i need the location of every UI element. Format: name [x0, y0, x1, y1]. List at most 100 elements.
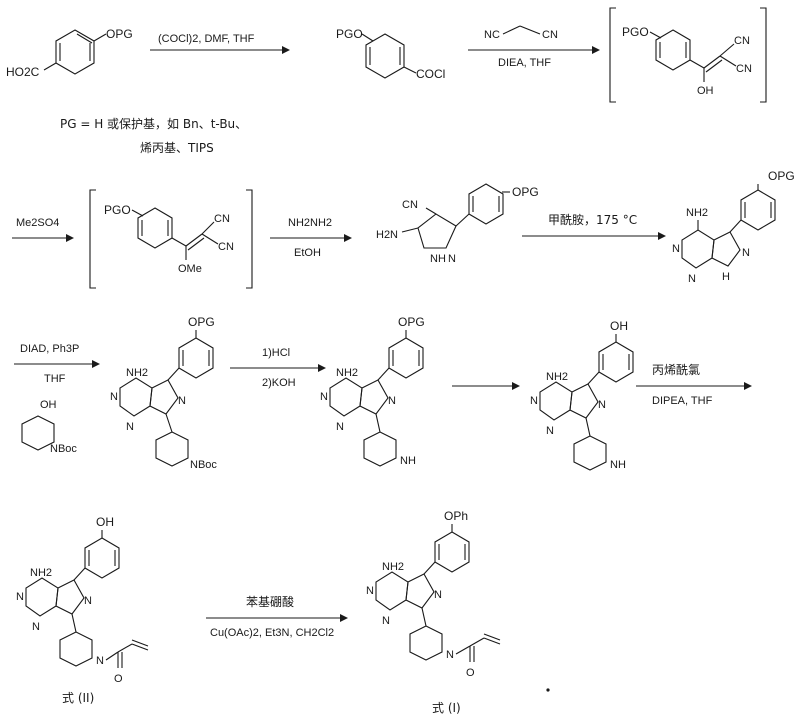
n-label-2: N: [382, 615, 390, 627]
opg-label: OPG: [512, 185, 539, 199]
intermediate-enol: PGO CN CN OH: [609, 7, 767, 103]
compound-2: PGO COCl: [336, 27, 445, 81]
formula-II: OH NH2 N N N N O 式 (II): [16, 515, 149, 705]
cn-label-b: CN: [218, 241, 234, 253]
step-4-solvent: EtOH: [294, 247, 321, 259]
arrow-9: 丙烯酰氯 DIPEA, THF: [636, 363, 752, 407]
step-6-reagent: DIAD, Ph3P: [20, 343, 79, 355]
n-label-3: N: [742, 247, 750, 259]
step-10-conditions: Cu(OAc)2, Et3N, CH2Cl2: [210, 627, 334, 639]
pgo-label: PGO: [622, 25, 649, 39]
pyrazolopyrimidine: OPG NH2 N N N H: [672, 169, 795, 285]
opg-label: OPG: [106, 27, 133, 41]
arrow-7: 1)HCl 2)KOH: [230, 347, 326, 389]
n-label-3: N: [388, 395, 396, 407]
n-label-2: N: [688, 273, 696, 285]
step-7-reagent-1: 1)HCl: [262, 347, 290, 359]
n-label: N: [672, 243, 680, 255]
pg-note-line2: 烯丙基、TIPS: [140, 141, 214, 155]
nh-label: NH: [430, 253, 446, 265]
formula-II-label: 式 (II): [62, 691, 94, 705]
step-7-reagent-2: 2)KOH: [262, 377, 296, 389]
opg-label: OPG: [188, 315, 215, 329]
n-label-4: N: [446, 649, 454, 661]
n-label-2: N: [32, 621, 40, 633]
step-10-reagent: 苯基硼酸: [246, 594, 294, 609]
step-2-conditions: DIEA, THF: [498, 57, 551, 69]
n-label-3: N: [434, 589, 442, 601]
opg-label: OPG: [768, 169, 795, 183]
arrow-3: Me2SO4: [12, 217, 74, 242]
pg-note-line1: PG = H 或保护基，如 Bn、t-Bu、: [60, 116, 247, 131]
n-label: N: [320, 391, 328, 403]
n-label-2: N: [546, 425, 554, 437]
arrow-6: DIAD, Ph3P THF OH NBoc: [14, 343, 100, 455]
arrow-8: [452, 382, 520, 390]
cn-label-a: CN: [214, 213, 230, 225]
arrow-2: NC CN DIEA, THF: [468, 25, 600, 69]
step-1-reagent: (COCl)2, DMF, THF: [158, 33, 255, 45]
n-label: N: [366, 585, 374, 597]
nh2-label: NH2: [336, 367, 358, 379]
step-9-conditions: DIPEA, THF: [652, 395, 713, 407]
ho2c-label: HO2C: [6, 65, 40, 79]
step-3-reagent: Me2SO4: [16, 217, 59, 229]
n-label-3: N: [598, 399, 606, 411]
oph-label: OPh: [444, 509, 468, 523]
oh-label: OH: [610, 319, 628, 333]
n-label-2: N: [126, 421, 134, 433]
step-2-reagent-cn: CN: [542, 29, 558, 41]
nboc-label: NBoc: [190, 459, 217, 471]
h2n-label: H2N: [376, 229, 398, 241]
nboc-label: NBoc: [50, 443, 77, 455]
oh-label: OH: [40, 399, 57, 411]
opg-label: OPG: [398, 315, 425, 329]
step-6-solvent: THF: [44, 373, 66, 385]
arrow-5: 甲酰胺，175 °C: [522, 213, 666, 240]
o-label: O: [114, 673, 123, 685]
oh-label: OH: [96, 515, 114, 529]
pgo-label: PGO: [336, 27, 363, 41]
nh-label: NH: [400, 455, 416, 467]
n-label: N: [530, 395, 538, 407]
cn-label-a: CN: [734, 35, 750, 47]
n-label: N: [110, 391, 118, 403]
h-label: H: [722, 271, 730, 283]
aminopyrazole: OPG CN H2N NH N: [376, 183, 539, 265]
n-label-2: N: [336, 421, 344, 433]
n-label-4: N: [96, 655, 104, 667]
pgo-label: PGO: [104, 203, 131, 217]
period-dot: [546, 688, 550, 692]
n-label: N: [448, 253, 456, 265]
formula-I: OPh NH2 N N N N O 式 (I): [366, 509, 550, 715]
cocl-label: COCl: [416, 67, 445, 81]
free-piperidine-product: OPG NH2 N N N NH: [320, 315, 425, 467]
nh2-label: NH2: [382, 561, 404, 573]
intermediate-methoxy: PGO CN CN OMe: [89, 189, 253, 289]
arrow-10: 苯基硼酸 Cu(OAc)2, Et3N, CH2Cl2: [206, 594, 348, 639]
arrow-1: (COCl)2, DMF, THF: [150, 33, 290, 54]
o-label: O: [466, 667, 475, 679]
nh2-label: NH2: [126, 367, 148, 379]
n-label-3: N: [84, 595, 92, 607]
nh2-label: NH2: [30, 567, 52, 579]
mitsunobu-product: OPG NH2 N N N NBoc: [110, 315, 217, 471]
step-5-reagent: 甲酰胺，175 °C: [548, 213, 637, 227]
step-4-reagent: NH2NH2: [288, 217, 332, 229]
n-label: N: [16, 591, 24, 603]
formula-I-label: 式 (I): [432, 701, 461, 715]
cn-label: CN: [402, 199, 418, 211]
step-9-reagent: 丙烯酰氯: [652, 363, 700, 377]
ome-label: OMe: [178, 263, 202, 275]
oh-label: OH: [697, 85, 714, 97]
compound-1: OPG HO2C: [6, 27, 133, 79]
nh-label: NH: [610, 459, 626, 471]
nh2-label: NH2: [686, 207, 708, 219]
phenol-piperidine: OH NH2 N N N NH: [530, 319, 634, 471]
cn-label-b: CN: [736, 63, 752, 75]
step-2-reagent-nc: NC: [484, 29, 500, 41]
nh2-label: NH2: [546, 371, 568, 383]
n-label-3: N: [178, 395, 186, 407]
